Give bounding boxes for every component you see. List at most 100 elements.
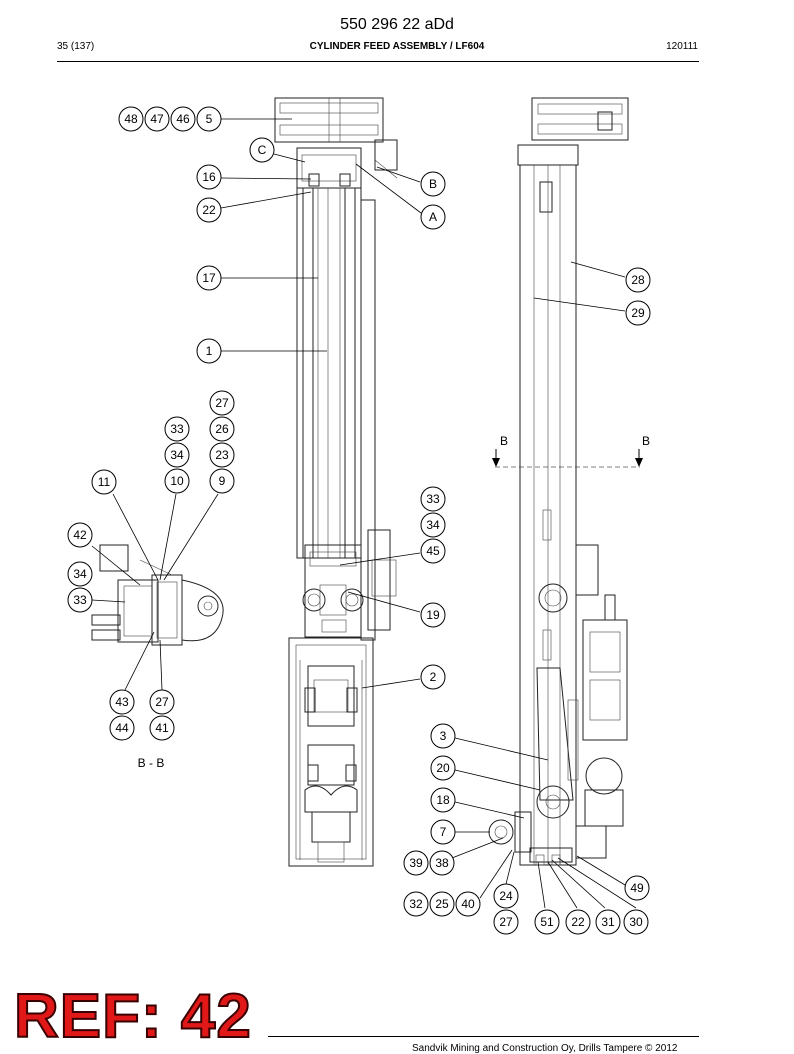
svg-text:5: 5 — [206, 112, 213, 126]
svg-text:11: 11 — [98, 475, 111, 489]
callout-49: 49 — [624, 875, 650, 901]
callout-38: 38 — [429, 850, 455, 876]
svg-text:43: 43 — [115, 695, 129, 709]
document-code: 120111 — [666, 41, 698, 52]
callout-27: 27 — [493, 909, 519, 935]
callout-2: 2 — [420, 664, 446, 690]
svg-text:49: 49 — [630, 881, 644, 895]
svg-text:19: 19 — [426, 608, 440, 622]
svg-text:46: 46 — [176, 112, 190, 126]
svg-text:25: 25 — [435, 897, 449, 911]
callout-11: 11 — [91, 469, 117, 495]
page-title: CYLINDER FEED ASSEMBLY / LF604 — [309, 41, 485, 52]
ref-stamp: REF: 42 — [13, 982, 252, 1051]
document-number: 550 296 22 aDd — [340, 16, 454, 33]
callout-33: 33 — [420, 486, 446, 512]
callout-30: 30 — [623, 909, 649, 935]
callout-5: 5 — [196, 106, 222, 132]
callout-a: A — [420, 204, 446, 230]
svg-text:29: 29 — [631, 306, 645, 320]
svg-text:22: 22 — [202, 203, 216, 217]
callout-b: B — [420, 171, 446, 197]
callout-27-sec: 27 — [209, 390, 235, 416]
callout-33-sec: 33 — [67, 587, 93, 613]
svg-text:47: 47 — [150, 112, 164, 126]
callout-20: 20 — [430, 755, 456, 781]
callout-47: 47 — [144, 106, 170, 132]
callout-27-sec-bottom: 27 — [149, 689, 175, 715]
leader-lines — [91, 118, 637, 909]
callout-34-sec: 34 — [67, 561, 93, 587]
callout-44: 44 — [109, 715, 135, 741]
callout-24: 24 — [493, 883, 519, 909]
callout-46: 46 — [170, 106, 196, 132]
svg-text:23: 23 — [215, 448, 229, 462]
svg-text:2: 2 — [430, 670, 437, 684]
callout-29: 29 — [625, 300, 651, 326]
callout-48: 48 — [118, 106, 144, 132]
section-mark-left: B — [500, 434, 508, 448]
header-rule — [57, 61, 699, 62]
callout-41: 41 — [149, 715, 175, 741]
svg-text:33: 33 — [426, 492, 440, 506]
callout-7: 7 — [430, 819, 456, 845]
callout-1: 1 — [196, 338, 222, 364]
callout-45: 45 — [420, 538, 446, 564]
svg-text:34: 34 — [426, 518, 440, 532]
svg-text:24: 24 — [499, 889, 513, 903]
svg-text:1: 1 — [206, 344, 213, 358]
svg-text:39: 39 — [409, 856, 423, 870]
callout-32: 32 — [403, 891, 429, 917]
svg-text:17: 17 — [202, 271, 216, 285]
callout-10: 10 — [164, 468, 190, 494]
callout-28: 28 — [625, 267, 651, 293]
svg-text:18: 18 — [436, 793, 450, 807]
callout-19: 19 — [420, 602, 446, 628]
svg-text:44: 44 — [115, 721, 129, 735]
svg-text:9: 9 — [219, 474, 226, 488]
svg-text:27: 27 — [499, 915, 513, 929]
svg-text:42: 42 — [73, 528, 87, 542]
callout-22-top: 22 — [196, 197, 222, 223]
callout-42: 42 — [67, 522, 93, 548]
svg-text:22: 22 — [571, 915, 585, 929]
svg-text:27: 27 — [155, 695, 169, 709]
front-view — [274, 97, 398, 867]
svg-text:51: 51 — [540, 915, 554, 929]
svg-text:48: 48 — [124, 112, 138, 126]
callout-16: 16 — [196, 164, 222, 190]
callout-bubbles: 48 47 46 5 C 16 B 22 A 17 28 29 1 27 26 … — [67, 106, 651, 935]
side-view: B B — [488, 97, 650, 866]
svg-text:26: 26 — [215, 422, 229, 436]
callout-26: 26 — [209, 416, 235, 442]
callout-9: 9 — [209, 468, 235, 494]
svg-text:45: 45 — [426, 544, 440, 558]
callout-3: 3 — [430, 723, 456, 749]
svg-text:33: 33 — [170, 422, 184, 436]
svg-text:32: 32 — [409, 897, 423, 911]
callout-18: 18 — [430, 787, 456, 813]
footer-copyright: Sandvik Mining and Construction Oy, Dril… — [412, 1043, 678, 1054]
callout-23: 23 — [209, 442, 235, 468]
section-label: B - B — [137, 756, 165, 770]
svg-text:C: C — [258, 143, 267, 157]
svg-text:A: A — [429, 210, 437, 224]
section-bb-view — [91, 544, 224, 646]
callout-34: 34 — [420, 512, 446, 538]
callout-22: 22 — [565, 909, 591, 935]
svg-text:10: 10 — [170, 474, 184, 488]
svg-text:27: 27 — [215, 396, 229, 410]
svg-text:20: 20 — [436, 761, 450, 775]
callout-31: 31 — [595, 909, 621, 935]
svg-text:30: 30 — [629, 915, 643, 929]
callout-40: 40 — [455, 891, 481, 917]
svg-text:34: 34 — [73, 567, 87, 581]
callout-39: 39 — [403, 850, 429, 876]
svg-text:16: 16 — [202, 170, 216, 184]
callout-25: 25 — [429, 891, 455, 917]
svg-text:33: 33 — [73, 593, 87, 607]
section-mark-right: B — [642, 434, 650, 448]
callout-34-sec-top: 34 — [164, 442, 190, 468]
svg-text:28: 28 — [631, 273, 645, 287]
